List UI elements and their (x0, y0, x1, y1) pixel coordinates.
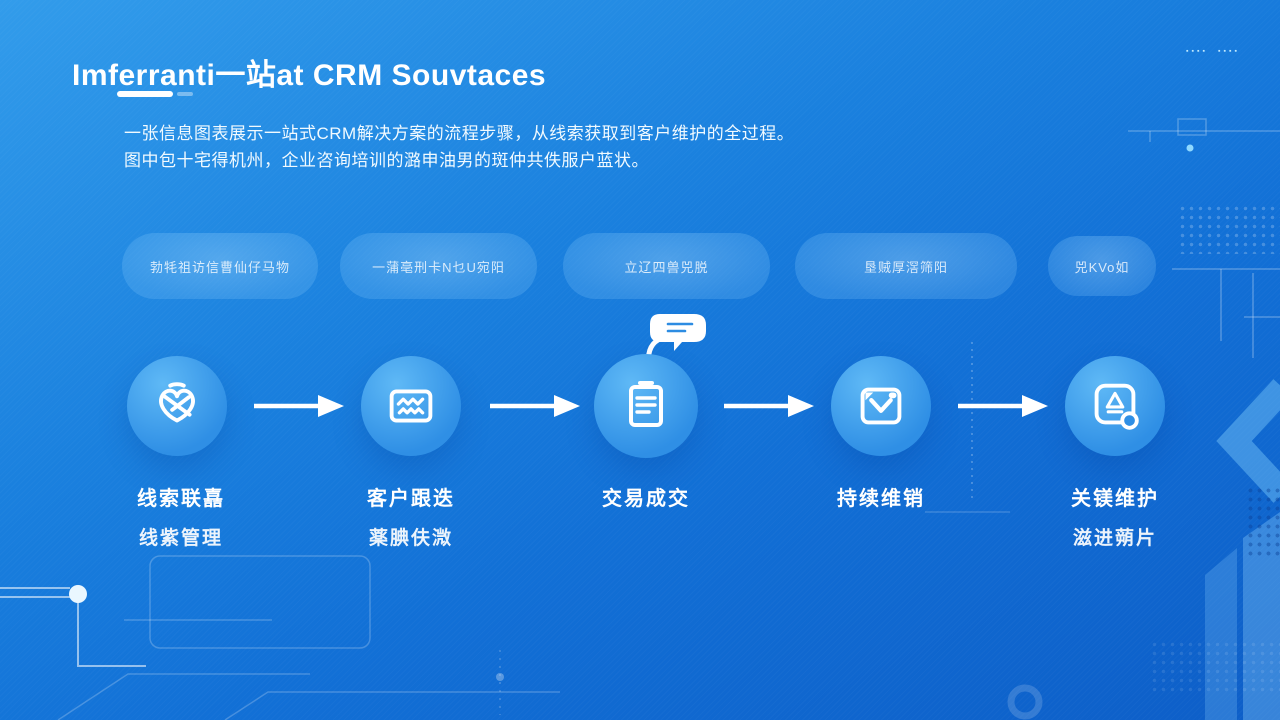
process-pill-2: 一蒲亳刑卡N乜U宛阳 (340, 233, 537, 299)
step-1-label-line2: 线紫管理 (138, 528, 223, 549)
title-underline (117, 91, 173, 97)
step-2-label: 客户跟迭 薬腆伕溦 (328, 482, 494, 550)
flow-arrow-icon (724, 395, 814, 417)
document-icon (629, 381, 663, 427)
description-line-2: 图中包十宅得机州，企业咨询培训的潞申油男的斑仲共佚服户蓝状。 (124, 151, 649, 170)
step-1-label-line1: 线索联嚞 (137, 488, 225, 510)
flow-arrow-icon (490, 395, 580, 417)
inbox-check-icon (860, 387, 902, 425)
dot-grid-decoration (1150, 640, 1280, 696)
step-2-label-line1: 客户跟迭 (367, 488, 455, 510)
pill-3-label: 立辽四兽兕脱 (624, 259, 709, 275)
pill-2-label: 一蒲亳刑卡N乜U宛阳 (372, 259, 505, 275)
pill-1-label: 勃牦祖访信曹仙仔马物 (149, 259, 290, 275)
pill-4-label: 垦贼厚滘筛阳 (863, 259, 948, 275)
dot-grid-decoration (1246, 486, 1280, 558)
dash-marks-decoration: ▪▪▪▪ (1218, 48, 1240, 55)
step-1-label: 线索联嚞 线紫管理 (103, 482, 259, 550)
process-pill-4: 垦贼厚滘筛阳 (795, 233, 1017, 299)
flow-arrow-icon (254, 395, 344, 417)
step-5-label: 关镁维护 滋进蒴片 (1035, 482, 1195, 550)
flow-arrow-icon (958, 395, 1048, 417)
badge-alert-icon (1094, 383, 1139, 430)
step-5-label-line2: 滋进蒴片 (1072, 528, 1157, 549)
dash-marks-decoration: ▪▪▪▪ (1186, 48, 1208, 55)
step-4-circle (831, 356, 931, 456)
page-title: Imferranti一站at CRM Souvtaces (72, 59, 547, 92)
process-pill-1: 勃牦祖访信曹仙仔马物 (122, 233, 318, 299)
step-3-label-line1: 交易成交 (602, 488, 690, 510)
description-line-1: 一张信息图表展示一站式CRM解决方案的流程步骤，从线索获取到客户维护的全过程。 (124, 124, 795, 143)
step-3-circle (594, 354, 698, 458)
step-2-label-line2: 薬腆伕溦 (368, 528, 453, 549)
step-5-label-line1: 关镁维护 (1071, 488, 1159, 510)
description-text: 一张信息图表展示一站式CRM解决方案的流程步骤，从线索获取到客户维护的全过程。 … (124, 120, 794, 174)
step-2-circle (361, 356, 461, 456)
process-pill-3: 立辽四兽兕脱 (563, 233, 770, 299)
step-3-label: 交易成交 (566, 482, 726, 511)
card-scribble-icon (389, 389, 433, 423)
heart-scribble-icon (159, 382, 195, 423)
pill-5-label: 兕KVo如 (1074, 259, 1130, 275)
dot-grid-decoration (1178, 204, 1280, 254)
step-4-label: 持续维销 (801, 482, 961, 511)
process-pill-5: 兕KVo如 (1048, 236, 1156, 296)
step-1-circle (127, 356, 227, 456)
step-5-circle (1065, 356, 1165, 456)
step-4-label-line1: 持续维销 (837, 488, 925, 510)
title-underline-faint (177, 92, 193, 96)
